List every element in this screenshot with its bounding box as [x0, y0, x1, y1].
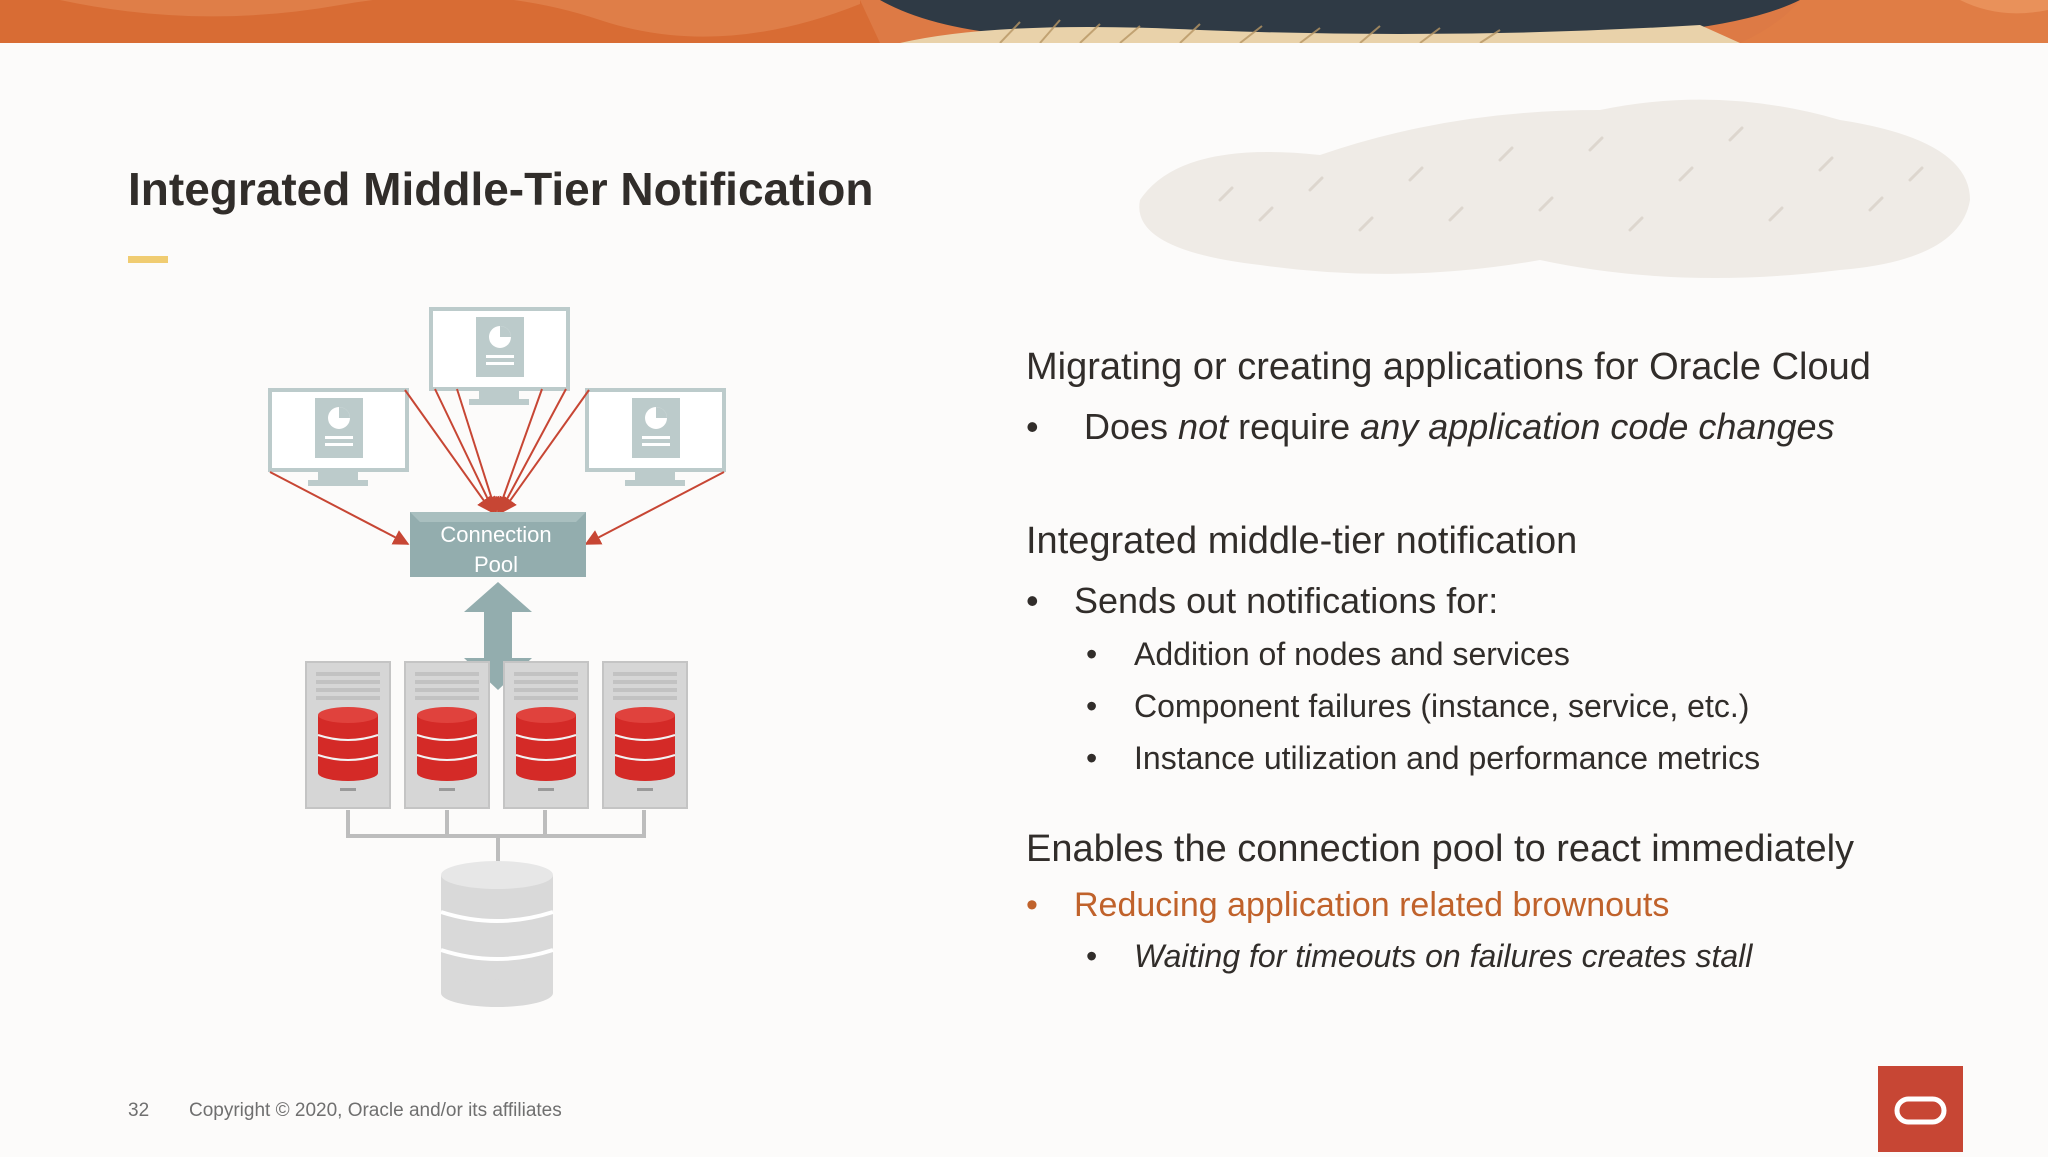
client-monitor-right — [585, 388, 726, 486]
bullet-text: Reducing application related brownouts — [1074, 886, 1670, 924]
bullet-text: Does not require any application code ch… — [1084, 406, 1835, 447]
sub-bullet-text: Addition of nodes and services — [1134, 636, 1570, 672]
server-icon — [602, 661, 688, 809]
server-icon — [404, 661, 490, 809]
bullet-text: Sends out notifications for: — [1074, 580, 1499, 621]
architecture-diagram: Connection Pool — [268, 307, 726, 1007]
notification-arrows — [269, 388, 725, 545]
database-servers — [305, 661, 688, 809]
server-icon — [305, 661, 391, 809]
storage-connectors — [346, 810, 646, 862]
sub-bullet-text: Component failures (instance, service, e… — [1134, 688, 1750, 724]
document-chart-icon — [632, 398, 680, 458]
pool-label-line2: Pool — [474, 552, 518, 577]
document-chart-icon — [315, 398, 363, 458]
copyright-notice: Copyright © 2020, Oracle and/or its affi… — [189, 1100, 562, 1121]
sub-bullet-text: Waiting for timeouts on failures creates… — [1134, 938, 1753, 974]
bullet-dot: • — [1026, 406, 1039, 447]
bullet-dot: • — [1086, 938, 1098, 974]
section-heading: Integrated middle-tier notification — [1026, 520, 1578, 562]
bullet-dot: • — [1086, 740, 1098, 776]
section-heading: Migrating or creating applications for O… — [1026, 346, 1871, 388]
slide-title: Integrated Middle-Tier Notification — [128, 163, 874, 215]
bullet-dot: • — [1086, 688, 1098, 724]
page-number: 32 — [128, 1100, 150, 1121]
database-icon — [440, 861, 554, 1007]
sub-bullet-text: Instance utilization and performance met… — [1134, 740, 1761, 776]
oracle-logo-icon — [1878, 1066, 1963, 1152]
connection-pool-box: Connection Pool — [410, 512, 586, 577]
document-chart-icon — [476, 317, 524, 377]
title-accent-bar — [128, 256, 168, 263]
bullet-dot: • — [1026, 886, 1038, 924]
server-icon — [503, 661, 589, 809]
bullet-dot: • — [1086, 636, 1098, 672]
background-texture — [1139, 99, 1970, 278]
client-monitor-left — [268, 388, 409, 486]
client-monitor-center — [429, 307, 570, 405]
bullet-dot: • — [1026, 580, 1039, 621]
pool-label-line1: Connection — [440, 522, 551, 547]
top-banner-graphic — [0, 0, 2048, 43]
section-heading: Enables the connection pool to react imm… — [1026, 828, 1855, 870]
